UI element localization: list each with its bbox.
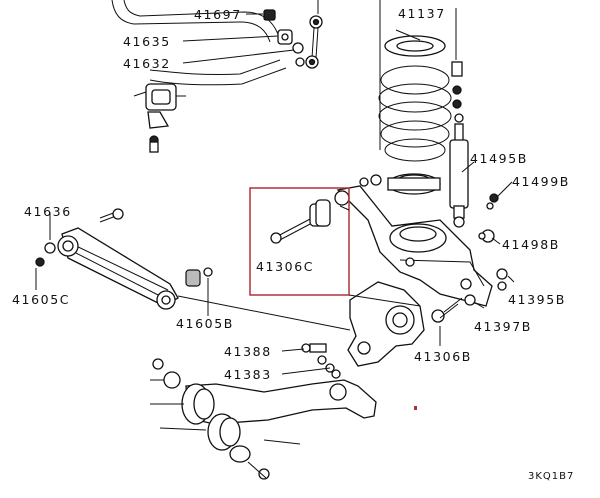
stabilizer-bar (111, 0, 287, 153)
label-41498b: 41498B (502, 237, 560, 252)
leader-lines (35, 13, 515, 375)
label-41137: 41137 (398, 6, 446, 21)
stabilizer-link (305, 0, 323, 69)
label-41383: 41383 (224, 367, 272, 382)
label-41397b: 41397B (474, 319, 532, 334)
label-41635: 41635 (123, 34, 171, 49)
diagram-code: 3KQ1B7 (528, 471, 574, 482)
trailing-link (35, 208, 351, 331)
label-41388: 41388 (224, 344, 272, 359)
highlight-frame (249, 187, 350, 296)
knuckle (347, 281, 463, 367)
shock-absorber (449, 8, 469, 228)
label-41395b: 41395B (508, 292, 566, 307)
label-41495b: 41495B (470, 151, 528, 166)
highlight-box-41306c (249, 187, 421, 307)
label-41499b: 41499B (512, 174, 570, 189)
label-41306b: 41306B (414, 349, 472, 364)
link-bushings (263, 9, 305, 67)
part-labels: 41697 41635 41632 41137 41495B 41499B 41… (12, 6, 574, 482)
label-41605b: 41605B (176, 316, 234, 331)
label-41632: 41632 (123, 56, 171, 71)
arm-bushings (359, 174, 508, 306)
rear-crossmember (150, 358, 377, 480)
label-41605c: 41605C (12, 292, 70, 307)
label-41306c: 41306C (256, 259, 314, 274)
bolts-41388-41383 (301, 343, 341, 379)
label-41697: 41697 (194, 7, 242, 22)
label-41636: 41636 (24, 204, 72, 219)
red-mark (414, 406, 417, 410)
coil-spring (378, 0, 452, 195)
lower-control-arm (334, 185, 493, 307)
